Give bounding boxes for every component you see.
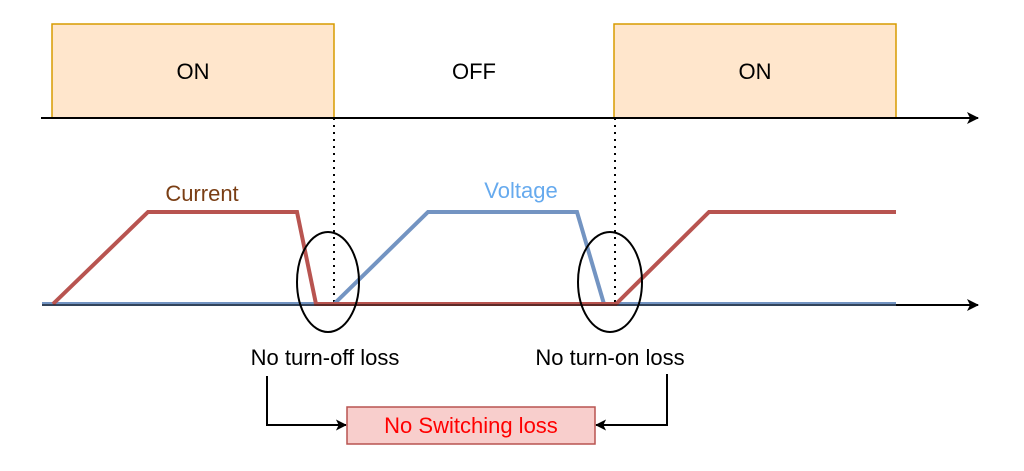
voltage-label: Voltage <box>484 178 557 203</box>
current-label: Current <box>165 181 238 206</box>
turn-on-highlight <box>577 231 643 333</box>
turn-on-connector <box>595 374 668 431</box>
turn-off-highlight <box>296 231 360 333</box>
turn-on-annotation: No turn-on loss <box>535 345 684 370</box>
off-state-label: OFF <box>452 59 496 84</box>
on-state-label-1: ON <box>177 59 210 84</box>
turn-off-connector <box>266 376 347 431</box>
on-state-box-1 <box>51 23 335 119</box>
on-state-label-2: ON <box>739 59 772 84</box>
result-box <box>346 406 596 445</box>
voltage-waveform <box>42 210 896 306</box>
current-waveform <box>51 210 896 306</box>
turn-off-annotation: No turn-off loss <box>251 345 400 370</box>
result-label: No Switching loss <box>384 413 558 438</box>
on-state-box-2 <box>613 23 897 119</box>
